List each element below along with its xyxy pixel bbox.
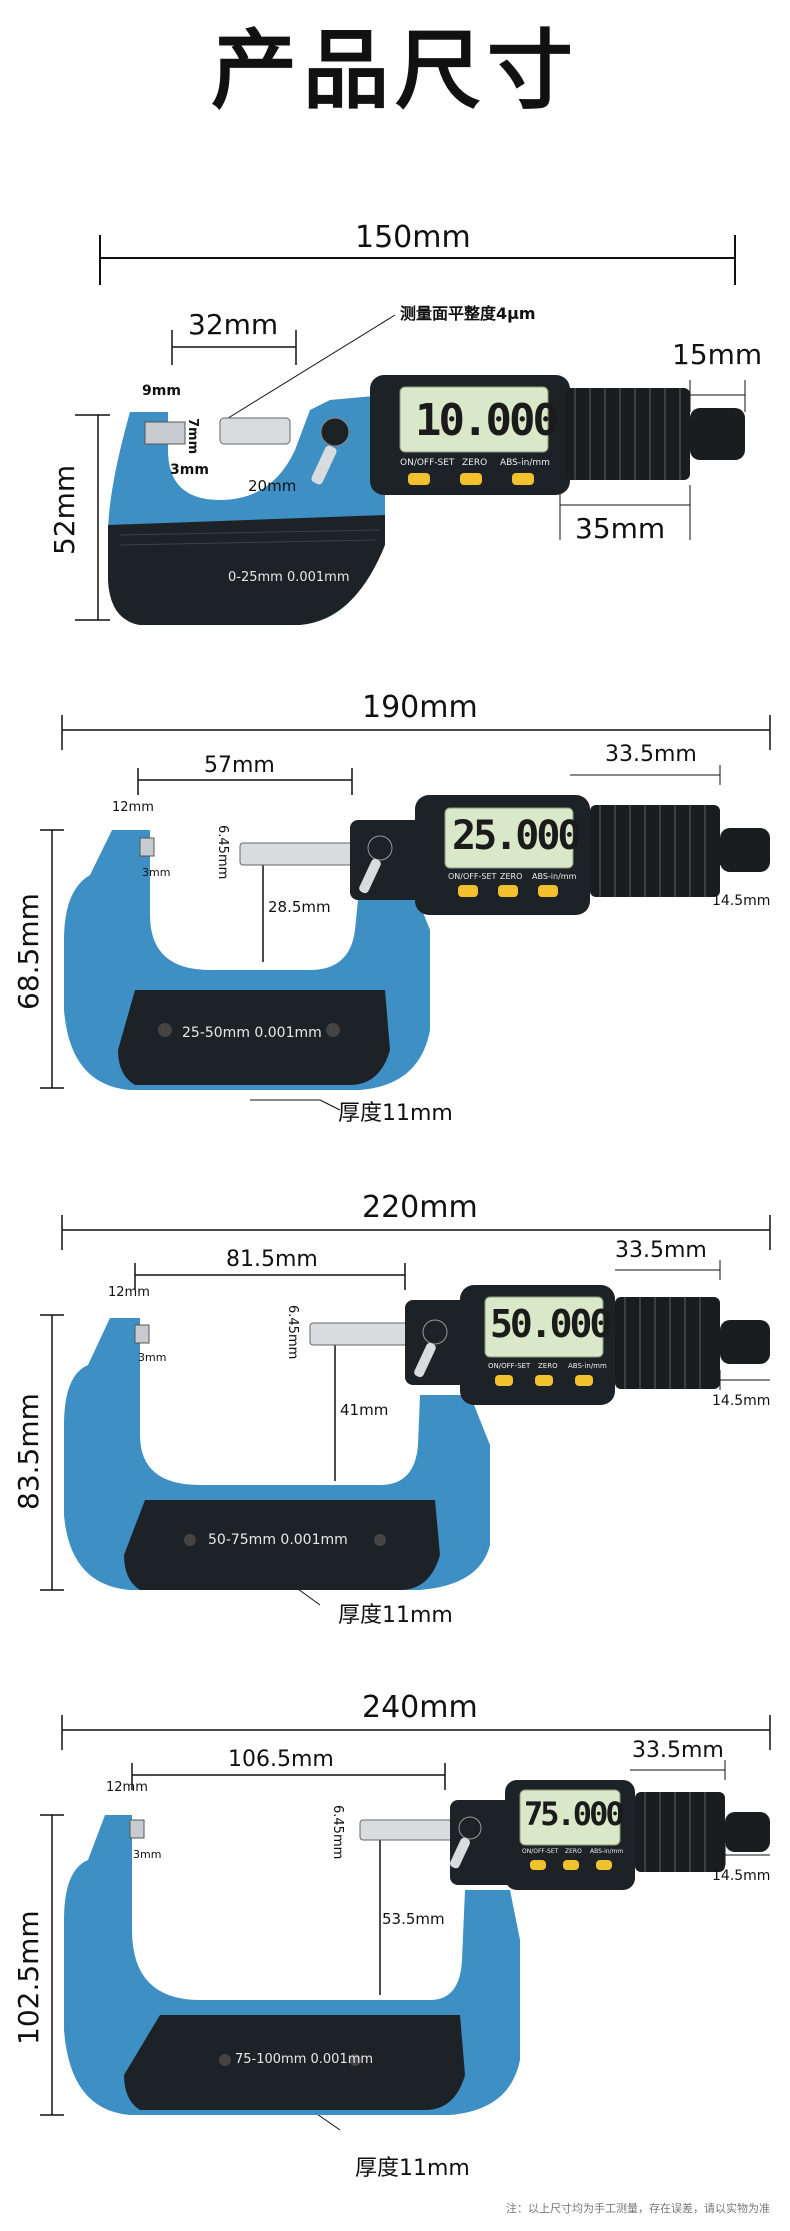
thimble-length-label: 33.5mm [632,1738,724,1763]
thimble-length-label: 33.5mm [605,742,697,767]
button-label-abs: ABS-in/mm [500,458,550,468]
thickness-label: 厚度11mm [338,1101,453,1126]
product-4: 240mm 106.5mm 12mm 3mm 6.45mm 53.5mm 102… [0,1680,790,2200]
micrometer-2-illustration [40,715,771,1111]
page-title: 产品尺寸 [211,21,579,121]
jaw-span-label: 81.5mm [226,1247,318,1272]
product-2: 190mm 57mm 12mm 3mm 6.45mm 28.5mm 68.5mm… [0,680,790,1180]
anvil-length-label: 9mm [142,383,181,399]
thimble [590,805,720,897]
overall-length-label: 220mm [362,1190,478,1225]
anvil-diameter-label: 6.45mm [285,1305,300,1360]
anvil-diameter-label: 6.45mm [330,1805,345,1860]
ratchet [720,828,770,872]
button-label-abs: ABS-in/mm [590,1848,624,1855]
micrometer-4-illustration [40,1715,771,2131]
range-label: 75-100mm 0.001mm [235,2052,374,2067]
ratchet [720,1320,770,1364]
button-label-zero: ZERO [565,1848,582,1855]
thickness-label: 厚度11mm [355,2156,470,2181]
ratchet-label: 14.5mm [712,1393,771,1409]
anvil-length-label: 12mm [108,1285,150,1300]
button-label-abs: ABS-in/mm [532,872,577,881]
product-3: 220mm 81.5mm 12mm 3mm 6.45mm 41mm 83.5mm… [0,1185,790,1675]
button-label-zero: ZERO [538,1362,558,1370]
anvil-small-label: 3mm [142,866,171,879]
thimble [615,1297,720,1389]
overall-length-label: 150mm [355,220,471,255]
anvil-small-label: 3mm [170,462,209,478]
throat-label: 20mm [248,477,297,495]
anvil-diameter-label: 7mm [185,418,200,455]
lcd-screen [399,386,549,453]
range-label: 50-75mm 0.001mm [208,1532,348,1548]
lcd-reading: 25.000 [452,813,581,859]
flatness-note: 测量面平整度4μm [400,304,536,323]
lcd-screen [444,807,574,869]
button-label-onoff: ON/OFF-SET [488,1362,531,1370]
lcd-screen [519,1789,621,1846]
thimble [565,388,690,480]
jaw-span-label: 57mm [204,753,275,778]
ratchet [725,1812,770,1852]
height-label: 83.5mm [12,1393,45,1510]
lcd-reading: 10.000 [415,395,559,446]
thimble-length-label: 35mm [575,512,666,545]
jaw-span-label: 32mm [188,308,279,341]
thimble [635,1792,725,1872]
micrometer-1-illustration [75,235,746,625]
lcd-reading: 50.000 [490,1302,612,1346]
anvil-diameter-label: 6.45mm [215,825,230,880]
micrometer-3-illustration [40,1215,771,1606]
lcd-reading: 75.000 [524,1795,625,1833]
overall-length-label: 190mm [362,690,478,725]
ratchet-label: 14.5mm [712,1868,771,1884]
anvil-small-label: 3mm [138,1351,167,1364]
jaw-span-label: 106.5mm [228,1747,334,1772]
button-label-onoff: ON/OFF-SET [448,872,497,881]
thickness-label: 厚度11mm [338,1603,453,1628]
height-label: 68.5mm [12,893,45,1010]
footer-note: 注：以上尺寸均为手工测量，存在误差，请以实物为准 [506,2202,770,2215]
button-label-zero: ZERO [500,872,523,881]
anvil-length-label: 12mm [106,1780,148,1795]
height-label: 102.5mm [12,1910,45,2045]
thimble-length-label: 33.5mm [615,1238,707,1263]
anvil-small-label: 3mm [133,1848,162,1861]
ratchet [690,408,745,460]
throat-label: 28.5mm [268,898,331,916]
button-label-onoff: ON/OFF-SET [522,1848,559,1855]
throat-label: 41mm [340,1401,389,1419]
ratchet-label: 14.5mm [712,893,771,909]
overall-length-label: 240mm [362,1690,478,1725]
throat-label: 53.5mm [382,1910,445,1928]
button-label-zero: ZERO [462,458,488,468]
button-label-abs: ABS-in/mm [568,1362,607,1370]
range-label: 25-50mm 0.001mm [182,1025,322,1041]
ratchet-label: 15mm [672,338,763,371]
height-label: 52mm [48,464,81,555]
lcd-screen [484,1296,604,1358]
button-label-onoff: ON/OFF-SET [400,458,455,468]
range-label: 0-25mm 0.001mm [228,570,350,585]
anvil-length-label: 12mm [112,800,154,815]
product-1: 150mm 32mm 测量面平整度4μm 9mm 7mm 3mm 20mm 52… [0,150,790,660]
